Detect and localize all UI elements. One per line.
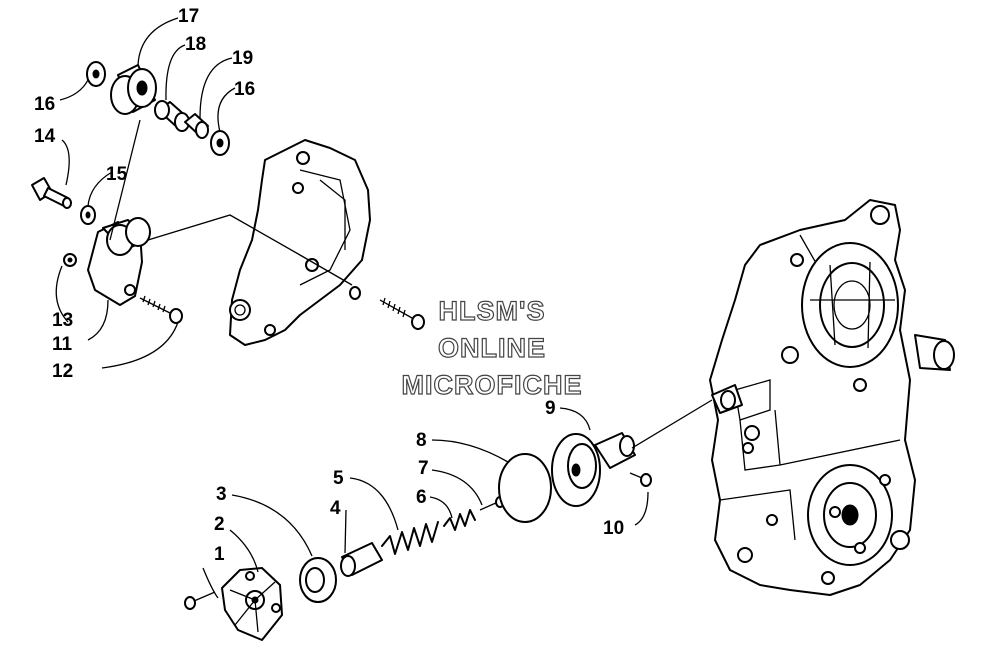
callout-2: 2	[214, 514, 225, 535]
watermark: HLSM'S ONLINE MICROFICHE	[401, 295, 583, 400]
seal-3	[299, 557, 337, 603]
screw-10	[629, 472, 652, 487]
callout-9: 9	[545, 398, 556, 419]
callout-8: 8	[416, 430, 427, 451]
callout-1: 1	[214, 544, 225, 565]
callout-14: 14	[34, 126, 56, 147]
callout-19: 19	[232, 48, 253, 69]
callout-5: 5	[333, 468, 344, 489]
callout-7: 7	[418, 458, 429, 479]
valve-housing-9	[551, 432, 636, 507]
watermark-line-2: ONLINE	[438, 333, 546, 363]
main-case-housing	[709, 199, 955, 596]
watermark-line-1: HLSM'S	[439, 296, 546, 326]
long-screw	[349, 286, 425, 330]
screw-1	[184, 591, 216, 610]
o-ring-8	[498, 453, 552, 523]
spring-6	[443, 509, 476, 531]
callout-16-left: 16	[34, 94, 55, 115]
bushing-18	[154, 100, 190, 132]
callout-15: 15	[106, 164, 128, 185]
guide-lines	[109, 119, 713, 449]
pump-cover-2	[221, 567, 283, 641]
callout-labels: 1 2 3 4 5 6 7 8 9 10 11 12 13 14 15 16 1…	[34, 6, 624, 565]
screw-12	[139, 295, 183, 324]
callout-3: 3	[216, 484, 227, 505]
cover-plate	[229, 139, 371, 346]
bolt-14	[31, 177, 72, 209]
callout-18: 18	[185, 34, 206, 55]
callout-4: 4	[330, 498, 341, 519]
callout-10: 10	[603, 518, 624, 539]
callout-11: 11	[52, 334, 73, 355]
callout-16-right: 16	[234, 79, 255, 100]
bushing-19	[184, 113, 209, 139]
callout-12: 12	[52, 361, 73, 382]
watermark-line-3: MICROFICHE	[402, 370, 583, 400]
callout-6: 6	[416, 487, 427, 508]
spring-5	[381, 521, 439, 555]
bearing-17	[110, 64, 157, 115]
callout-17: 17	[178, 6, 199, 27]
leader-lines	[55, 17, 649, 599]
tensioner-arm-11	[87, 217, 151, 306]
callout-13: 13	[52, 310, 73, 331]
piston-4	[340, 542, 383, 577]
